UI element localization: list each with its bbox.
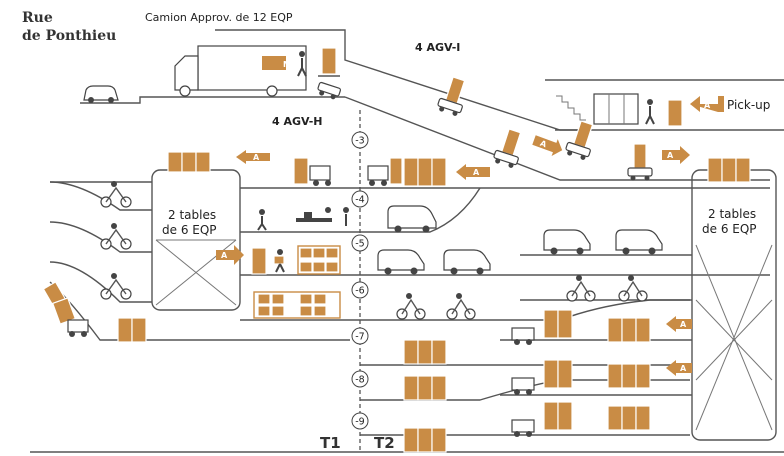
cargo-bike-icon bbox=[447, 293, 475, 319]
pickup-parcel bbox=[668, 100, 682, 126]
car-icon bbox=[84, 86, 118, 103]
street-name-line1: Rue bbox=[22, 10, 53, 26]
agv-robot-icon bbox=[628, 144, 652, 181]
boxes-right-9 bbox=[608, 406, 650, 430]
agv-robot-icon bbox=[492, 127, 526, 169]
stairs-icon bbox=[556, 96, 586, 120]
svg-text:A: A bbox=[667, 151, 674, 160]
cargo-bike-icon bbox=[101, 181, 131, 207]
level-badge: -6 bbox=[352, 282, 368, 298]
boxes-right-top bbox=[708, 158, 750, 182]
left-table-block bbox=[152, 170, 240, 310]
svg-text:-9: -9 bbox=[355, 417, 364, 428]
svg-text:A: A bbox=[253, 153, 260, 162]
right-table-label-2: de 6 EQP bbox=[702, 222, 757, 236]
arrow-a: A bbox=[662, 146, 690, 164]
van-icon bbox=[378, 250, 424, 275]
shelf-icon bbox=[298, 246, 340, 274]
worker-icon bbox=[258, 209, 266, 230]
level-badge: -3 bbox=[352, 132, 368, 148]
forklift-icon bbox=[68, 320, 88, 337]
van-icon bbox=[444, 250, 490, 275]
boxes-left-bottom bbox=[118, 318, 146, 342]
van-icon bbox=[388, 206, 436, 233]
cargo-bike-icon bbox=[397, 293, 425, 319]
parcel bbox=[252, 248, 266, 274]
agv-robot-icon bbox=[316, 82, 341, 101]
svg-text:-7: -7 bbox=[355, 332, 364, 343]
arrow-a: A bbox=[531, 132, 565, 159]
supply-truck-icon: M bbox=[175, 46, 306, 96]
svg-text:M: M bbox=[283, 60, 291, 69]
boxes-right-7 bbox=[608, 318, 650, 342]
arrow-a: A bbox=[666, 316, 692, 332]
agv-i-label: 4 AGV-I bbox=[415, 41, 460, 54]
svg-text:A: A bbox=[680, 320, 687, 329]
pickup-arrow: A bbox=[690, 96, 724, 112]
boxes-center-top bbox=[404, 158, 446, 186]
svg-text:-6: -6 bbox=[355, 286, 364, 297]
agv-robot-icon bbox=[436, 75, 470, 117]
boxes-right-8 bbox=[608, 364, 650, 388]
right-table-label-1: 2 tables bbox=[708, 207, 756, 221]
agv-h-label: 4 AGV-H bbox=[272, 115, 323, 128]
forklift-icon bbox=[294, 158, 331, 186]
cargo-bike-icon bbox=[101, 223, 131, 249]
svg-text:A: A bbox=[704, 101, 711, 110]
arrow-a: A bbox=[456, 164, 490, 180]
left-table-label-1: 2 tables bbox=[168, 208, 216, 222]
pallet-jack-icon bbox=[318, 48, 340, 76]
t1-label: T1 bbox=[320, 434, 341, 452]
forklift-icon bbox=[512, 402, 572, 437]
svg-text:-3: -3 bbox=[355, 136, 364, 147]
agv-robot-icon bbox=[564, 119, 598, 161]
svg-text:A: A bbox=[680, 364, 687, 373]
boxes-level-9 bbox=[404, 428, 446, 452]
boxes-level-7 bbox=[404, 340, 446, 364]
level-badge: -9 bbox=[352, 413, 368, 429]
level-badge: -7 bbox=[352, 328, 368, 344]
cargo-bike-icon bbox=[619, 275, 647, 301]
cargo-bike-icon bbox=[101, 273, 131, 299]
level-badge: -5 bbox=[352, 235, 368, 251]
truck-label: Camion Approv. de 12 EQP bbox=[145, 11, 293, 24]
desk-workers-icon bbox=[296, 207, 349, 226]
shelf-icon bbox=[254, 292, 340, 318]
svg-text:-5: -5 bbox=[355, 239, 364, 250]
street-name-line2: de Ponthieu bbox=[22, 28, 116, 44]
svg-text:-4: -4 bbox=[355, 195, 364, 206]
worker-icon bbox=[274, 249, 284, 272]
cargo-bike-icon bbox=[567, 275, 595, 301]
level-badge: -4 bbox=[352, 191, 368, 207]
van-icon bbox=[544, 230, 590, 255]
svg-text:A: A bbox=[473, 168, 480, 177]
lockers-icon bbox=[594, 94, 638, 124]
customer-icon bbox=[646, 99, 654, 124]
arrow-a: A bbox=[666, 360, 692, 376]
arrow-a: A bbox=[236, 150, 270, 164]
svg-text:A: A bbox=[221, 251, 228, 260]
level-badge: -8 bbox=[352, 371, 368, 387]
van-icon bbox=[616, 230, 662, 255]
t2-label: T2 bbox=[374, 434, 395, 452]
boxes-left-top bbox=[168, 152, 210, 172]
boxes-level-8 bbox=[404, 376, 446, 400]
pickup-label: Pick-up bbox=[727, 98, 770, 112]
left-table-label-2: de 6 EQP bbox=[162, 223, 217, 237]
svg-text:-8: -8 bbox=[355, 375, 364, 386]
forklift-icon bbox=[368, 158, 402, 186]
